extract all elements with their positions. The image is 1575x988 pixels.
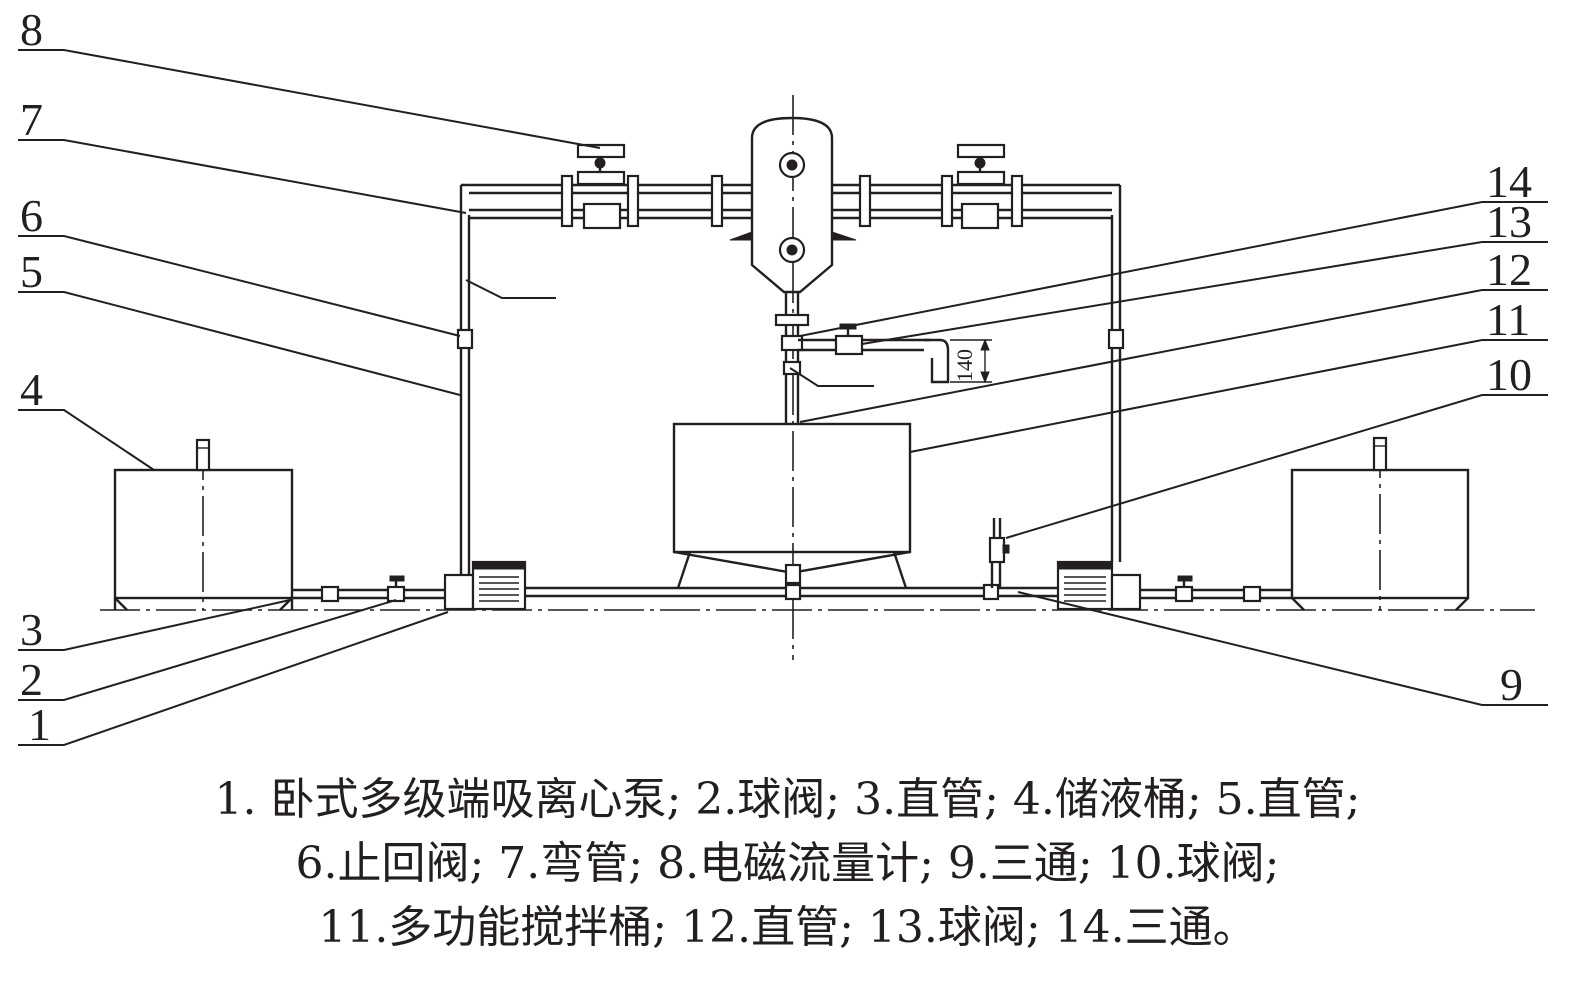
left-electromagnetic-flowmeter [576,143,626,230]
callout-13: 13 [1486,196,1532,247]
callout-7: 7 [20,94,43,145]
callout-2: 2 [20,654,43,705]
right-storage-tank [1290,436,1470,611]
left-riser-pipe [456,185,474,575]
callout-6: 6 [20,190,43,241]
callout-10: 10 [1486,349,1532,400]
branch-ball-valve [798,323,950,384]
vessel-outlet-pipe [774,292,810,425]
right-suction-pipe [1140,575,1292,603]
dimension-140: 140 [950,338,992,384]
left-storage-tank [113,438,294,611]
callout-14: 14 [1486,156,1532,207]
left-suction-pipe [292,575,445,603]
left-centrifugal-pump [443,560,527,611]
caption-line-2: 6.止回阀; 7.弯管; 8.电磁流量计; 9.三通; 10.球阀; [295,838,1280,889]
right-riser-pipe [1107,185,1125,562]
callout-11: 11 [1486,294,1530,345]
callout-8: 8 [20,4,43,55]
callout-9: 9 [1500,659,1523,710]
caption-line-3: 11.多功能搅拌桶; 12.直管; 13.球阀; 14.三通。 [318,902,1257,953]
caption-line-1: 1. 卧式多级端吸离心泵; 2.球阀; 3.直管; 4.储液桶; 5.直管; [214,774,1361,825]
right-tee-and-valve [988,518,1010,588]
callout-1: 1 [28,699,51,750]
callout-5: 5 [20,246,43,297]
figure-caption: 1. 卧式多级端吸离心泵; 2.球阀; 3.直管; 4.储液桶; 5.直管; 6… [0,768,1575,960]
multifunction-mixing-tank [672,422,912,589]
right-centrifugal-pump [1056,560,1142,611]
callout-4: 4 [20,364,43,415]
dimension-label: 140 [952,349,977,382]
leader-lines [18,49,1548,746]
callout-12: 12 [1486,244,1532,295]
central-vessel [729,116,857,294]
callout-numbers: 8 7 6 5 4 3 2 1 14 13 12 11 10 9 [20,4,1532,750]
right-electromagnetic-flowmeter [956,143,1006,230]
callout-3: 3 [20,604,43,655]
manifold-flanges [560,174,1024,228]
bottom-header-pipe [525,583,1058,601]
